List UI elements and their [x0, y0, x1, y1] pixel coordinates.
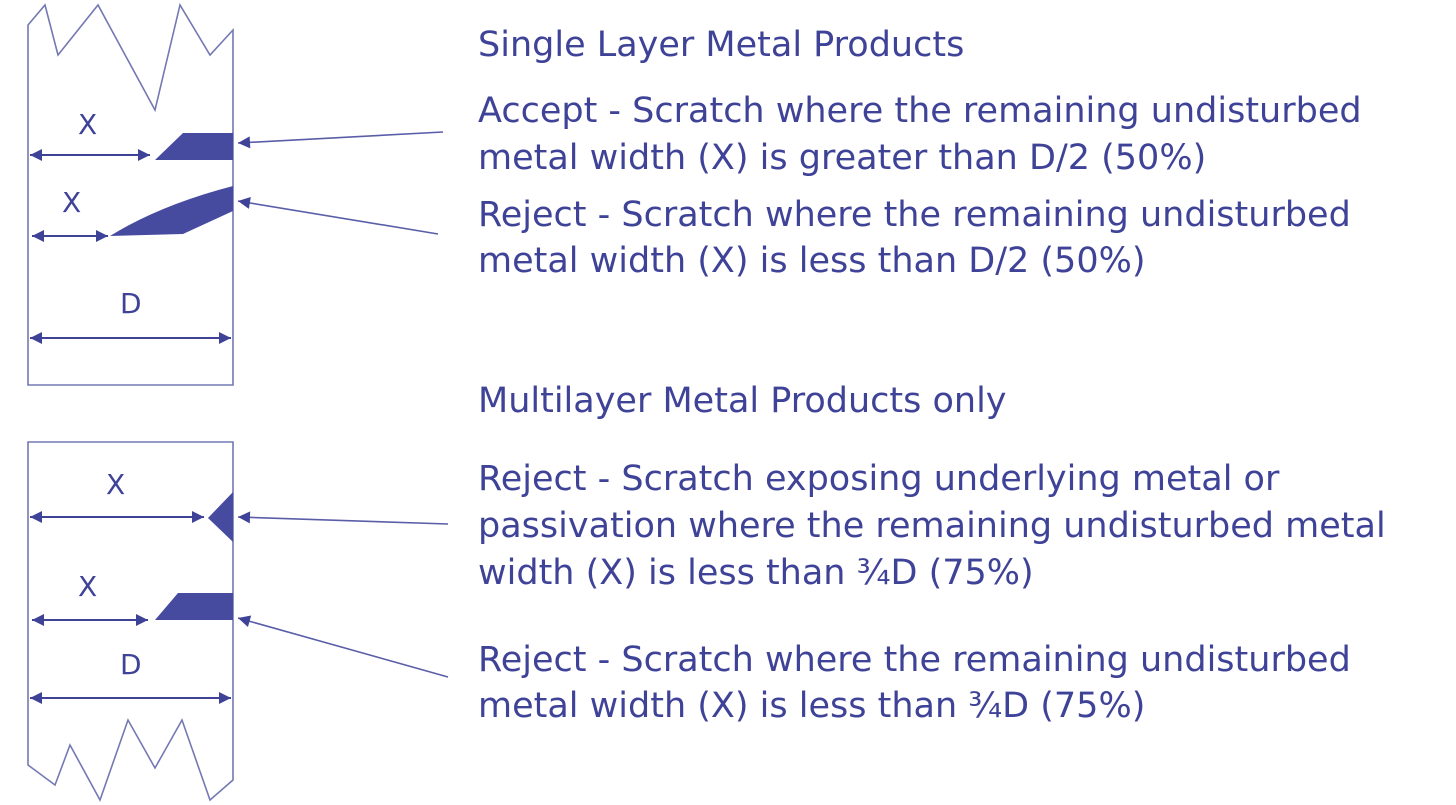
underlying-scratch-shape: [155, 593, 233, 620]
reject-description-line-2: metal width (X) is less than D/2 (50%): [478, 241, 1146, 281]
passivation-description-line-1: Reject - Scratch exposing underlying met…: [478, 459, 1280, 499]
reject-leader-arrow: [237, 197, 439, 235]
reject-scratch-shape: [110, 186, 233, 236]
passivation-x-label: X: [106, 468, 125, 501]
passivation-leader-arrow: [237, 511, 449, 525]
passivation-scratch-shape: [208, 492, 233, 542]
reject-x-label: X: [62, 186, 81, 219]
single-layer-heading: Single Layer Metal Products: [478, 25, 965, 65]
reject-description-line-1: Reject - Scratch where the remaining und…: [478, 195, 1351, 235]
multilayer-d-label: D: [120, 648, 142, 681]
accept-description-line-1: Accept - Scratch where the remaining und…: [478, 91, 1362, 131]
accept-scratch-shape: [155, 133, 233, 160]
accept-description-line-2: metal width (X) is greater than D/2 (50%…: [478, 138, 1207, 178]
underlying-leader-arrow: [237, 615, 449, 678]
underlying-description-line-2: metal width (X) is less than ¾D (75%): [478, 686, 1146, 726]
passivation-description-line-2: passivation where the remaining undistur…: [478, 506, 1386, 546]
passivation-description-line-3: width (X) is less than ¾D (75%): [478, 553, 1034, 593]
underlying-description-line-1: Reject - Scratch where the remaining und…: [478, 640, 1351, 680]
accept-leader-arrow: [237, 131, 444, 149]
multilayer-heading: Multilayer Metal Products only: [478, 381, 1007, 421]
underlying-x-label: X: [78, 570, 97, 603]
single-layer-d-label: D: [120, 287, 142, 320]
accept-x-label: X: [78, 108, 97, 141]
